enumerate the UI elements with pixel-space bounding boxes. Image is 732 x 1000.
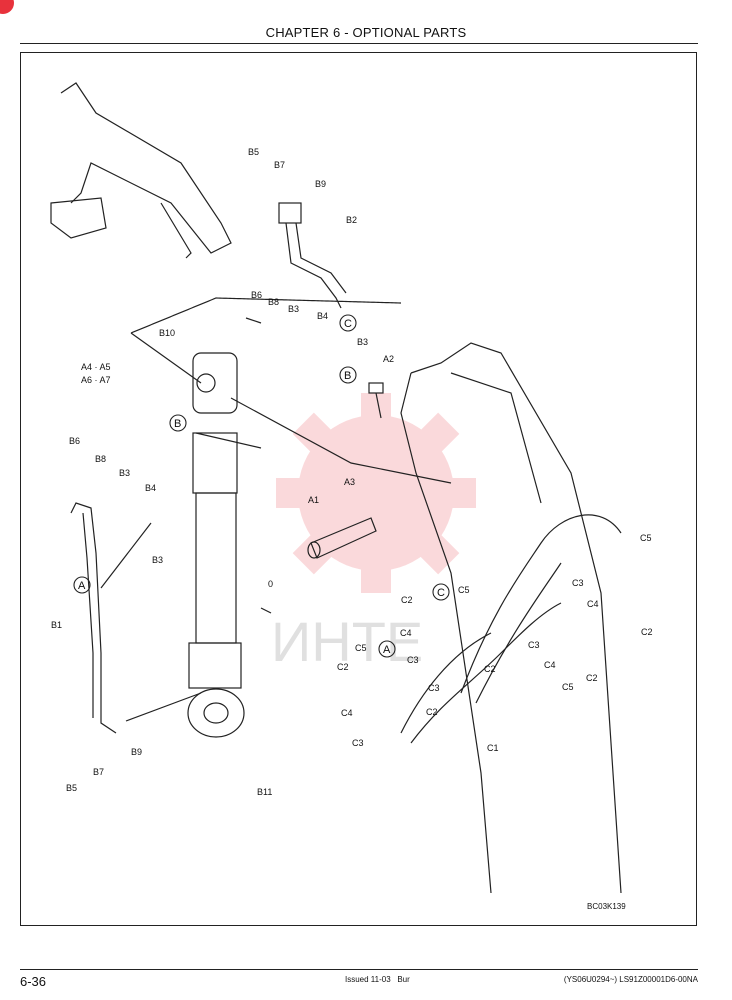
line-art [50, 82, 622, 894]
label-b3: B3 [288, 304, 299, 314]
page-title: CHAPTER 6 - OPTIONAL PARTS [265, 25, 467, 40]
callout-b: B [174, 418, 181, 430]
corner-badge-icon [0, 0, 14, 14]
label-c3: C3 [407, 655, 419, 665]
label-b6: B6 [69, 436, 80, 446]
watermark-text: ИНТЕ [271, 610, 423, 673]
callout-b: B [344, 370, 351, 382]
label-b10: B10 [159, 328, 175, 338]
label-c5: C5 [458, 585, 470, 595]
label-0: 0 [268, 579, 273, 589]
label-b3: B3 [119, 468, 130, 478]
footer-divider [20, 969, 698, 970]
label-b1: B1 [51, 620, 62, 630]
label-b7: B7 [93, 767, 104, 777]
callout-c: C [344, 318, 352, 330]
watermark-gear-icon [276, 393, 476, 593]
document-code: (YS06U0294~) LS91Z00001D6-00NA [563, 975, 698, 984]
label-a3: A3 [344, 477, 355, 487]
label-a1: A1 [308, 495, 319, 505]
label-b3: B3 [152, 555, 163, 565]
label-c3: C3 [528, 640, 540, 650]
label-c4: C4 [587, 599, 599, 609]
callout-c: C [437, 587, 445, 599]
figure-frame [20, 52, 697, 926]
header-divider [20, 43, 698, 44]
label-c3: C3 [572, 578, 584, 588]
label-b9: B9 [315, 179, 326, 189]
label-c2: C2 [401, 595, 413, 605]
label-a4-a5: A4 · A5 [81, 362, 111, 372]
figure-id: BC03K139 [587, 902, 626, 911]
label-b8: B8 [268, 297, 279, 307]
label-b4: B4 [145, 483, 156, 493]
label-b6: B6 [251, 290, 262, 300]
label-b5: B5 [248, 147, 259, 157]
label-c4: C4 [544, 660, 556, 670]
label-c3: C3 [428, 683, 440, 693]
label-c2: C2 [484, 664, 496, 674]
label-a6-a7: A6 · A7 [81, 375, 111, 385]
label-b4: B4 [317, 311, 328, 321]
label-c4: C4 [400, 628, 412, 638]
label-b5: B5 [66, 783, 77, 793]
label-c2: C2 [586, 673, 598, 683]
label-c2: C2 [641, 627, 653, 637]
label-c5: C5 [640, 533, 652, 543]
label-c2: C2 [426, 707, 438, 717]
issue-date: Issued 11-03 [345, 975, 391, 984]
label-b9: B9 [131, 747, 142, 757]
label-c5: C5 [355, 643, 367, 653]
label-a2: A2 [383, 354, 394, 364]
issue-suffix: Bur [397, 975, 410, 984]
label-b11: B11 [257, 787, 272, 797]
label-c5: C5 [562, 682, 574, 692]
label-c4: C4 [341, 708, 353, 718]
label-b7: B7 [274, 160, 285, 170]
label-b3: B3 [357, 337, 368, 347]
label-b2: B2 [346, 215, 357, 225]
label-b8: B8 [95, 454, 106, 464]
parts-diagram: ИНТЕ [50, 82, 653, 911]
callout-a: A [383, 644, 391, 656]
page-number: 6-36 [20, 974, 47, 989]
callout-a: A [78, 580, 86, 592]
label-c1: C1 [487, 743, 499, 753]
label-c3: C3 [352, 738, 364, 748]
label-c2: C2 [337, 662, 349, 672]
issue-info: Issued 11-03 Bur [345, 975, 410, 984]
